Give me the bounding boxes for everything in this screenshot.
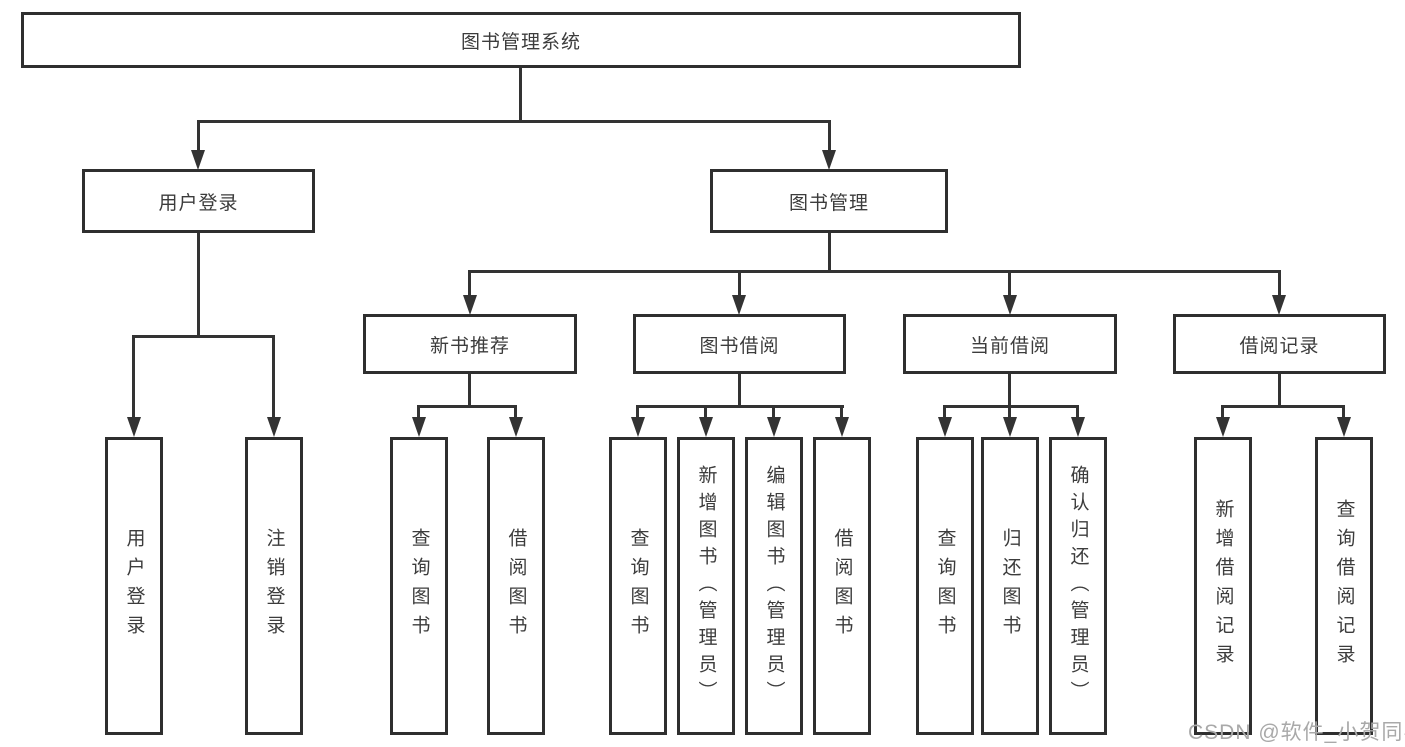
connector-vline bbox=[1008, 374, 1011, 405]
arrowhead-down-icon bbox=[1216, 417, 1230, 437]
node-book-management-label: 图书管理 bbox=[788, 192, 869, 214]
arrowhead-down-icon bbox=[463, 295, 477, 315]
arrowhead-down-icon bbox=[127, 417, 141, 437]
connector-hline bbox=[468, 270, 1281, 273]
connector-vline bbox=[417, 405, 420, 419]
connector-vline bbox=[468, 374, 471, 405]
connector-vline bbox=[1342, 405, 1345, 419]
connector-vline bbox=[1008, 270, 1011, 298]
connector-vline bbox=[468, 270, 471, 298]
leaf-query-books-2: 查询图书 bbox=[609, 437, 667, 735]
leaf-query-borrow-record: 查询借阅记录 bbox=[1315, 437, 1373, 735]
connector-vline bbox=[738, 270, 741, 298]
arrowhead-down-icon bbox=[1003, 417, 1017, 437]
connector-hline bbox=[636, 405, 844, 408]
leaf-label: 用户登录 bbox=[123, 528, 145, 644]
node-current-borrow: 当前借阅 bbox=[903, 314, 1117, 374]
leaf-label: 编辑图书（管理员） bbox=[763, 464, 785, 708]
node-current-borrow-label: 当前借阅 bbox=[969, 335, 1050, 357]
leaf-logout: 注销登录 bbox=[245, 437, 303, 735]
leaf-label: 借阅图书 bbox=[505, 528, 527, 644]
arrowhead-down-icon bbox=[1272, 295, 1286, 315]
connector-vline bbox=[1008, 405, 1011, 419]
connector-vline bbox=[197, 233, 200, 335]
connector-vline bbox=[519, 68, 522, 120]
connector-vline bbox=[272, 335, 275, 419]
leaf-query-books-3: 查询图书 bbox=[916, 437, 974, 735]
leaf-label: 新增借阅记录 bbox=[1212, 499, 1234, 673]
leaf-borrow-books-2: 借阅图书 bbox=[813, 437, 871, 735]
connector-vline bbox=[943, 405, 946, 419]
connector-vline bbox=[197, 120, 200, 152]
leaf-user-login: 用户登录 bbox=[105, 437, 163, 735]
arrowhead-down-icon bbox=[732, 295, 746, 315]
connector-hline bbox=[197, 120, 831, 123]
connector-vline bbox=[132, 335, 135, 419]
leaf-add-borrow-record: 新增借阅记录 bbox=[1194, 437, 1252, 735]
connector-vline bbox=[704, 405, 707, 419]
leaf-label: 确认归还（管理员） bbox=[1067, 464, 1089, 708]
node-root: 图书管理系统 bbox=[21, 12, 1021, 68]
arrowhead-down-icon bbox=[1337, 417, 1351, 437]
connector-vline bbox=[1278, 270, 1281, 298]
connector-vline bbox=[1278, 374, 1281, 405]
leaf-query-books-1: 查询图书 bbox=[390, 437, 448, 735]
leaf-edit-books-admin: 编辑图书（管理员） bbox=[745, 437, 803, 735]
arrowhead-down-icon bbox=[191, 150, 205, 170]
csdn-watermark: CSDN @软件_小贺同学 bbox=[1188, 721, 1405, 744]
leaf-label: 查询图书 bbox=[627, 528, 649, 644]
connector-vline bbox=[738, 374, 741, 405]
leaf-label: 注销登录 bbox=[263, 528, 285, 644]
arrowhead-down-icon bbox=[631, 417, 645, 437]
node-new-book-recommend: 新书推荐 bbox=[363, 314, 577, 374]
connector-hline bbox=[133, 335, 275, 338]
leaf-confirm-return-admin: 确认归还（管理员） bbox=[1049, 437, 1107, 735]
node-user-login: 用户登录 bbox=[82, 169, 315, 233]
leaf-add-books-admin: 新增图书（管理员） bbox=[677, 437, 735, 735]
node-book-borrow-label: 图书借阅 bbox=[699, 335, 780, 357]
connector-vline bbox=[840, 405, 843, 419]
leaf-label: 查询图书 bbox=[934, 528, 956, 644]
node-root-label: 图书管理系统 bbox=[460, 31, 581, 53]
node-book-management: 图书管理 bbox=[710, 169, 948, 233]
connector-vline bbox=[828, 120, 831, 152]
arrowhead-down-icon bbox=[412, 417, 426, 437]
connector-hline bbox=[943, 405, 1079, 408]
node-borrow-records-label: 借阅记录 bbox=[1239, 335, 1320, 357]
connector-vline bbox=[1221, 405, 1224, 419]
arrowhead-down-icon bbox=[509, 417, 523, 437]
connector-vline bbox=[828, 233, 831, 273]
arrowhead-down-icon bbox=[822, 150, 836, 170]
arrowhead-down-icon bbox=[767, 417, 781, 437]
leaf-return-books: 归还图书 bbox=[981, 437, 1039, 735]
arrowhead-down-icon bbox=[267, 417, 281, 437]
leaf-label: 借阅图书 bbox=[831, 528, 853, 644]
leaf-label: 查询借阅记录 bbox=[1333, 499, 1355, 673]
arrowhead-down-icon bbox=[1071, 417, 1085, 437]
connector-vline bbox=[1076, 405, 1079, 419]
leaf-label: 归还图书 bbox=[999, 528, 1021, 644]
node-new-book-recommend-label: 新书推荐 bbox=[429, 335, 510, 357]
connector-vline bbox=[636, 405, 639, 419]
connector-vline bbox=[514, 405, 517, 419]
leaf-label: 查询图书 bbox=[408, 528, 430, 644]
connector-vline bbox=[772, 405, 775, 419]
leaf-borrow-books-1: 借阅图书 bbox=[487, 437, 545, 735]
connector-hline bbox=[417, 405, 517, 408]
node-book-borrow: 图书借阅 bbox=[633, 314, 846, 374]
node-borrow-records: 借阅记录 bbox=[1173, 314, 1386, 374]
node-user-login-label: 用户登录 bbox=[158, 192, 239, 214]
leaf-label: 新增图书（管理员） bbox=[695, 464, 717, 708]
arrowhead-down-icon bbox=[835, 417, 849, 437]
arrowhead-down-icon bbox=[1003, 295, 1017, 315]
connector-hline bbox=[1221, 405, 1345, 408]
arrowhead-down-icon bbox=[938, 417, 952, 437]
arrowhead-down-icon bbox=[699, 417, 713, 437]
